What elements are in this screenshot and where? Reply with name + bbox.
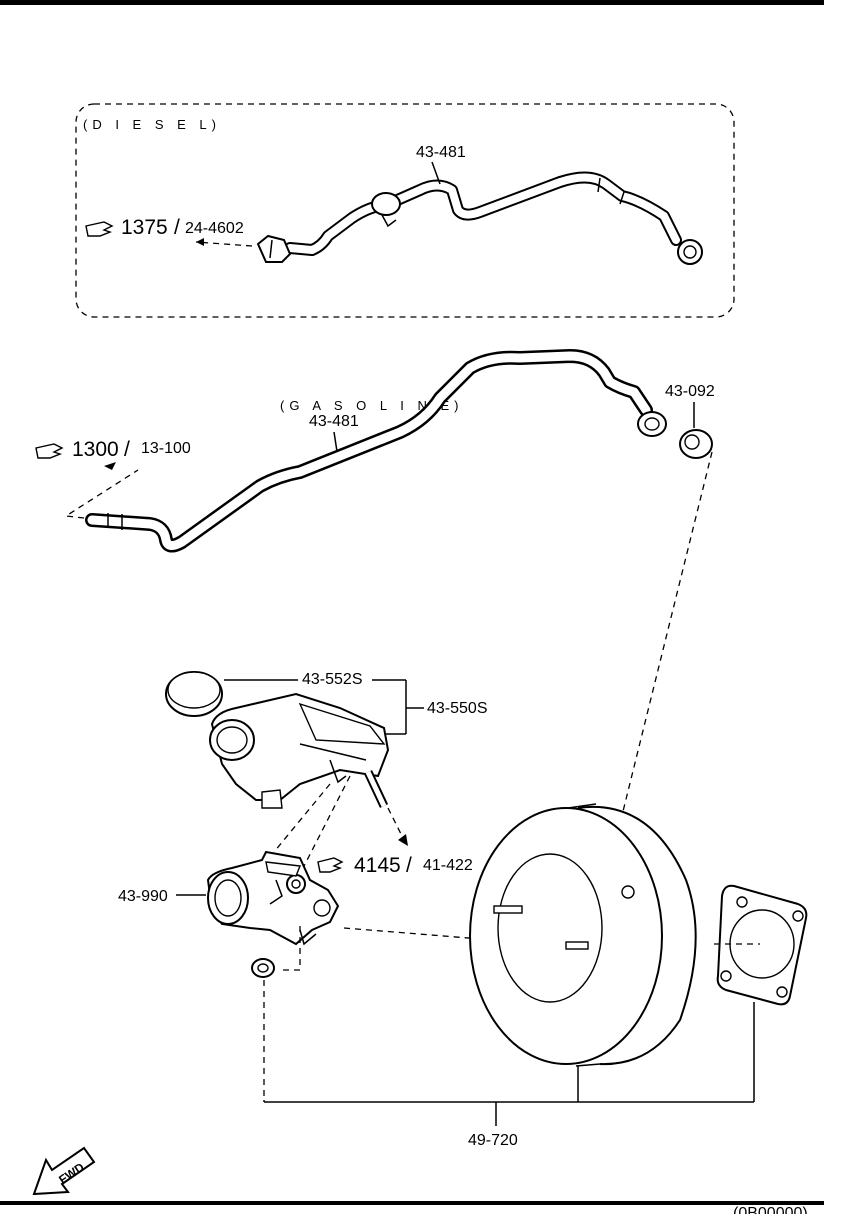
label-gasoline-pipe: 43-481 <box>309 413 359 430</box>
bottom-border <box>0 1201 824 1205</box>
booster-stud <box>493 905 523 914</box>
gasoline-label: (G A S O L I N E) <box>280 398 464 413</box>
booster-stud <box>565 941 589 950</box>
pointing-hand-icon <box>317 857 344 873</box>
label-master-cylinder: 43-990 <box>118 888 168 905</box>
diesel-vacuum-pipe <box>256 171 703 265</box>
ref-4145: 4145 / 41-422 <box>317 807 473 877</box>
gasket-group <box>714 884 808 1006</box>
ref-4145-main: 4145 <box>354 854 401 877</box>
booster-group <box>469 803 697 1067</box>
fwd-arrow: FWD <box>32 1146 96 1196</box>
diesel-label: (D I E S E L) <box>83 117 221 132</box>
label-diesel-pipe: 43-481 <box>416 144 466 161</box>
svg-text:/: / <box>406 854 412 877</box>
diesel-box <box>75 103 735 318</box>
pointing-hand-icon <box>35 443 64 459</box>
booster-leader: 49-720 <box>263 1002 755 1149</box>
label-reservoir: 43-550S <box>427 700 488 717</box>
gasoline-group: (G A S O L I N E) 43-481 1300 / 13-100 <box>35 349 667 553</box>
svg-text:/: / <box>174 216 180 239</box>
ref-1300: 1300 / 13-100 <box>35 438 191 519</box>
ref-1300-sub: 13-100 <box>141 440 191 457</box>
label-grommet: 43-092 <box>665 383 715 400</box>
label-booster: 49-720 <box>468 1132 518 1149</box>
grommet-dash <box>605 451 713 881</box>
diesel-group: (D I E S E L) 43-481 1375 / 24-4602 <box>75 103 735 318</box>
master-cylinder-group: 43-990 <box>118 850 569 1100</box>
booster-face <box>497 853 603 1003</box>
footer-code: (0B00000) <box>733 1205 808 1214</box>
ref-1375-sub: 24-4602 <box>185 220 244 237</box>
ref-1375-main: 1375 <box>121 216 168 239</box>
label-reservoir-cap: 43-552S <box>302 671 363 688</box>
fwd-arrow-icon <box>32 1146 96 1196</box>
ref-4145-sub: 41-422 <box>423 857 473 874</box>
grommet-group: 43-092 <box>605 383 715 881</box>
pointing-hand-icon <box>85 221 114 237</box>
leader-diesel-pipe <box>431 161 441 185</box>
ref-1375: 1375 / 24-4602 <box>85 216 253 247</box>
top-border <box>0 0 824 5</box>
reservoir-group: 43-552S 43-550S <box>165 671 488 875</box>
gasoline-vacuum-pipe <box>85 349 667 553</box>
master-cylinder <box>206 850 340 946</box>
svg-text:/: / <box>124 438 130 461</box>
ref-1300-main: 1300 <box>72 438 119 461</box>
